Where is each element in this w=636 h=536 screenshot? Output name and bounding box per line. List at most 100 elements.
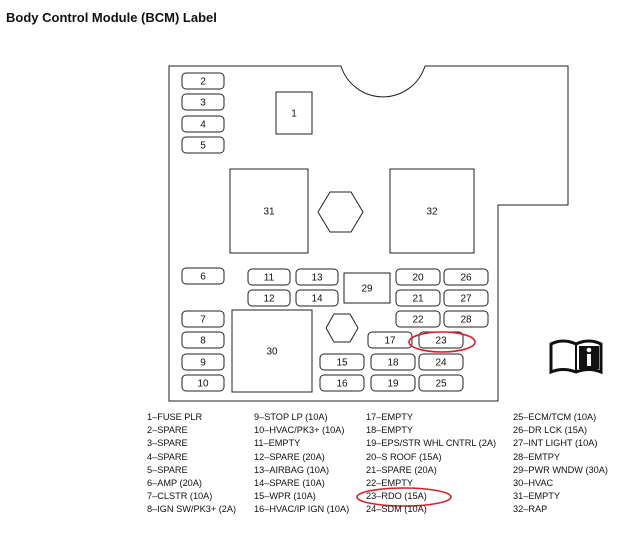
fuse-slot-15: 15 — [319, 353, 365, 371]
fuse-slot-1: 1 — [275, 91, 313, 135]
fuse-slot-31: 31 — [229, 168, 309, 254]
legend-item: 6–AMP (20A) — [147, 478, 202, 488]
fuse-slot-box — [395, 310, 441, 328]
fuse-slot-box — [181, 72, 225, 90]
fuse-slot-28: 28 — [443, 310, 489, 328]
fuse-slot-label: 22 — [412, 315, 424, 326]
legend-item: 14–SPARE (10A) — [254, 478, 325, 488]
fuse-slot-3: 3 — [181, 93, 225, 111]
fuse-slot-7: 7 — [181, 310, 225, 328]
fuse-slot-label: 15 — [336, 358, 348, 369]
fuse-slot-25: 25 — [418, 374, 464, 392]
legend-item: 13–AIRBAG (10A) — [254, 464, 330, 475]
fuse-slot-label: 25 — [435, 379, 447, 390]
fuse-slot-label: 7 — [200, 315, 206, 326]
fuse-slot-box — [181, 115, 225, 133]
fuse-slot-box — [181, 136, 225, 154]
fuse-slot-18: 18 — [370, 353, 416, 371]
fuse-slot-26: 26 — [443, 268, 489, 286]
fuse-slot-box — [418, 353, 464, 371]
fuse-slot-box — [181, 310, 225, 328]
fuse-slot-box — [343, 272, 391, 304]
fuse-slot-box — [181, 353, 225, 371]
fuse-slot-label: 21 — [412, 294, 424, 305]
legend-item: 25–ECM/TCM (10A) — [513, 412, 597, 422]
legend-item: 27–INT LIGHT (10A) — [513, 438, 598, 449]
fuse-slot-box — [370, 374, 416, 392]
fuse-slot-label: 16 — [336, 379, 348, 390]
fuse-slot-label: 14 — [311, 294, 323, 305]
fuse-slot-box — [389, 168, 475, 254]
fuse-slot-32: 32 — [389, 168, 475, 254]
fuse-slot-label: 13 — [311, 273, 323, 284]
fuse-slot-label: 2 — [200, 77, 206, 88]
legend-item: 21–SPARE (20A) — [366, 464, 437, 475]
highlight-legend-23 — [356, 487, 452, 507]
fuse-slot-label: 28 — [460, 315, 472, 326]
legend-item: 28–EMTPY — [513, 451, 560, 462]
fuse-slot-12: 12 — [247, 289, 291, 307]
fuse-slot-label: 9 — [200, 358, 206, 369]
fuse-slot-30: 30 — [231, 309, 313, 393]
legend-item: 10–HVAC/PK3+ (10A) — [254, 425, 345, 436]
legend-item: 17–EMPTY — [366, 412, 413, 422]
legend-item: 7–CLSTR (10A) — [147, 491, 213, 502]
fuse-slot-24: 24 — [418, 353, 464, 371]
legend-item: 15–WPR (10A) — [254, 491, 316, 502]
highlight-fuse-23 — [408, 331, 476, 353]
fuse-slot-box — [443, 310, 489, 328]
fuse-slot-label: 12 — [263, 294, 275, 305]
legend-item: 20–S ROOF (15A) — [366, 451, 442, 462]
legend-item: 23–RDO (15A) — [366, 491, 427, 502]
fuse-slot-6: 6 — [181, 267, 225, 285]
fuse-slot-label: 31 — [263, 207, 275, 218]
fuse-slot-label: 24 — [435, 358, 447, 369]
hex-connector-lower — [325, 313, 359, 343]
fuse-slot-20: 20 — [395, 268, 441, 286]
fuse-slot-box — [247, 268, 291, 286]
legend-item: 19–EPS/STR WHL CNTRL (2A) — [366, 438, 497, 449]
legend-item: 5–SPARE — [147, 464, 188, 475]
fuse-slot-label: 26 — [460, 273, 472, 284]
hex-connector-upper — [317, 191, 364, 233]
legend-item: 2–SPARE — [147, 425, 188, 436]
legend-item: 3–SPARE — [147, 438, 188, 449]
fuse-slot-label: 4 — [200, 120, 206, 131]
legend-item: 18–EMPTY — [366, 425, 413, 436]
fuse-slot-label: 19 — [387, 379, 399, 390]
fuse-slot-22: 22 — [395, 310, 441, 328]
fuse-slot-box — [395, 289, 441, 307]
bcm-housing-outline — [168, 65, 569, 402]
legend-item: 29–PWR WNDW (30A) — [513, 464, 608, 475]
fuse-slot-box — [367, 331, 413, 349]
fuse-slot-box — [319, 353, 365, 371]
fuse-slot-8: 8 — [181, 331, 225, 349]
fuse-slot-14: 14 — [295, 289, 339, 307]
fuse-slot-27: 27 — [443, 289, 489, 307]
fuse-slot-label: 30 — [266, 347, 278, 358]
fuse-slot-2: 2 — [181, 72, 225, 90]
fuse-slot-box — [181, 331, 225, 349]
fuse-slot-label: 5 — [200, 141, 206, 152]
fuse-slot-box — [370, 353, 416, 371]
fuse-slot-23: 23 — [418, 331, 464, 349]
legend-item: 12–SPARE (20A) — [254, 451, 325, 462]
fuse-slot-29: 29 — [343, 272, 391, 304]
fuse-slot-label: 29 — [361, 284, 373, 295]
fuse-slot-5: 5 — [181, 136, 225, 154]
legend-item: 8–IGN SW/PK3+ (2A) — [147, 504, 237, 515]
fuse-slot-box — [181, 267, 225, 285]
fuse-slot-box — [418, 374, 464, 392]
fuse-slot-label: 17 — [384, 336, 396, 347]
fuse-slot-box — [295, 268, 339, 286]
fuse-slot-label: 1 — [291, 109, 297, 120]
fuse-slot-box — [231, 309, 313, 393]
fuse-slot-box — [247, 289, 291, 307]
fuse-slot-16: 16 — [319, 374, 365, 392]
fuse-slot-box — [295, 289, 339, 307]
fuse-slot-box — [443, 268, 489, 286]
fuse-slot-box — [319, 374, 365, 392]
legend-item: 9–STOP LP (10A) — [254, 412, 328, 422]
fuse-slot-label: 10 — [197, 379, 209, 390]
fuse-slot-17: 17 — [367, 331, 413, 349]
